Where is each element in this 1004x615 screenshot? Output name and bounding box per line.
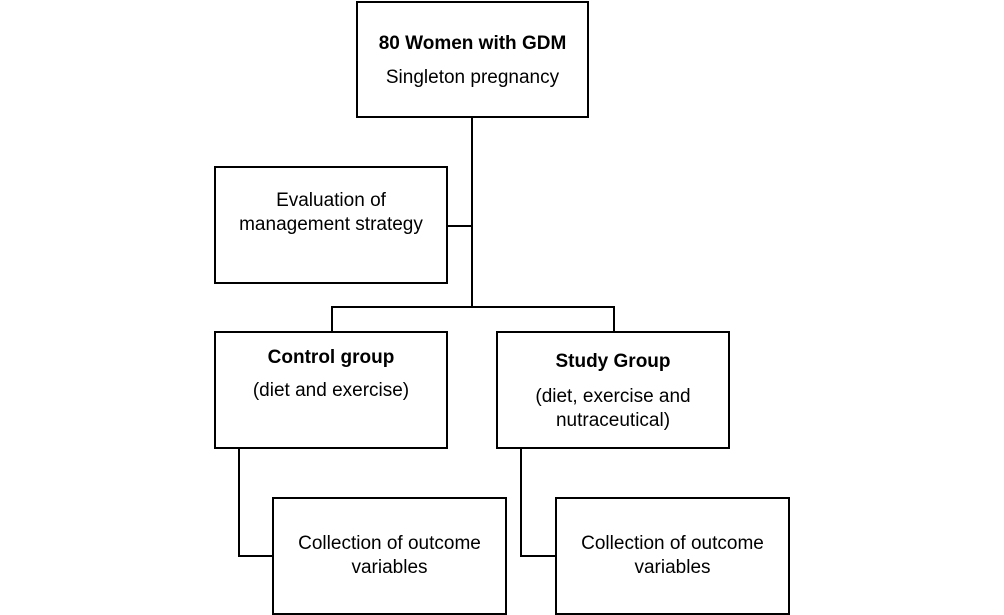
evaluation-box: Evaluation of management strategy <box>214 166 448 284</box>
control-group-description: (diet and exercise) <box>252 380 410 401</box>
connector-evaluation <box>448 225 473 227</box>
connector-top-vertical <box>471 118 473 307</box>
connector-study-outcome <box>520 555 556 557</box>
control-outcome-line2: variables <box>351 557 428 578</box>
population-title: 80 Women with GDM <box>378 33 567 54</box>
population-box: 80 Women with GDM Singleton pregnancy <box>356 1 589 118</box>
control-group-box: Control group (diet and exercise) <box>214 331 448 449</box>
connector-branch-right <box>613 306 615 332</box>
study-group-title: Study Group <box>555 351 671 372</box>
control-group-title: Control group <box>267 347 395 368</box>
population-subtitle: Singleton pregnancy <box>385 67 560 88</box>
connector-branch-left <box>331 306 333 332</box>
control-outcome-box: Collection of outcome variables <box>272 497 507 615</box>
study-outcome-box: Collection of outcome variables <box>555 497 790 615</box>
study-group-description-line1: (diet, exercise and <box>535 386 691 407</box>
connector-study-down <box>520 449 522 557</box>
control-outcome-line1: Collection of outcome <box>298 533 481 554</box>
study-group-description-line2: nutraceutical) <box>555 410 671 431</box>
connector-branch-horizontal <box>331 306 615 308</box>
study-outcome-line2: variables <box>634 557 711 578</box>
connector-control-down <box>238 449 240 557</box>
connector-control-outcome <box>238 555 273 557</box>
evaluation-line2: management strategy <box>239 214 423 235</box>
study-group-box: Study Group (diet, exercise and nutraceu… <box>496 331 730 449</box>
evaluation-line1: Evaluation of <box>276 190 386 211</box>
study-outcome-line1: Collection of outcome <box>581 533 764 554</box>
